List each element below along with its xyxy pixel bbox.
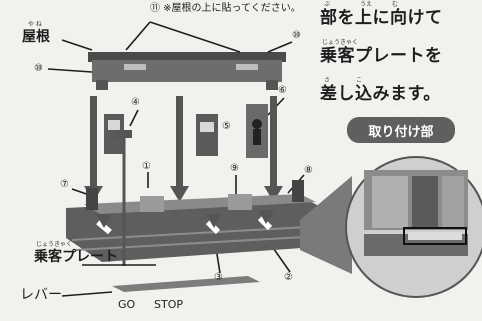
callout-5: ⑤: [222, 121, 231, 132]
ruby-mu: む: [392, 1, 399, 8]
ruby-sa: さ: [324, 77, 331, 84]
label-lever: レバー: [20, 287, 62, 303]
ruby-plate: じょうきゃく: [36, 241, 73, 248]
label-passenger-plate: 乗客プレート: [34, 249, 118, 265]
label-stop: STOP: [154, 298, 183, 311]
label-go: GO: [118, 298, 136, 311]
callout-7: ⑦: [60, 179, 69, 190]
attachment-part-label: 取り付け部: [368, 124, 434, 140]
ruby-ko: こ: [356, 77, 363, 84]
instruction-line-1: 部を上に向けて: [320, 8, 443, 28]
plate-and-lever: [82, 130, 260, 292]
callout-2: ②: [284, 272, 293, 283]
callout-6: ⑥: [278, 85, 287, 96]
arrow-heads: [96, 210, 274, 228]
attachment-part-badge: 取り付け部: [347, 117, 455, 143]
callout-10-left: ⑩: [34, 63, 43, 74]
callout-1: ①: [142, 161, 151, 172]
ruby-ue: うえ: [360, 1, 373, 8]
ruby-yane: や ね: [28, 21, 42, 28]
roof-piece: [88, 52, 286, 90]
callout-10-right: ⑩: [292, 30, 301, 41]
figures: [104, 104, 268, 158]
ruby-joukyaku: じょうきゃく: [322, 39, 359, 46]
callout-9: ⑨: [230, 163, 239, 174]
roof-sticker-note: ⑪ ※屋根の上に貼ってください。: [150, 3, 301, 14]
label-roof: 屋根: [22, 29, 50, 45]
instruction-line-3: 差し込みます。: [320, 84, 441, 104]
magnified-inset: [300, 156, 482, 298]
ruby-to: と: [366, 109, 373, 116]
callout-8: ⑧: [304, 165, 313, 176]
ruby-bu: ぶ: [324, 1, 331, 8]
instruction-line-2: 乗客プレートを: [320, 46, 443, 66]
ruby-tsu: つ: [392, 109, 399, 116]
callout-4: ④: [131, 97, 140, 108]
callout-3: ③: [214, 272, 223, 283]
ruby-bu-badge: ぶ: [420, 109, 427, 116]
